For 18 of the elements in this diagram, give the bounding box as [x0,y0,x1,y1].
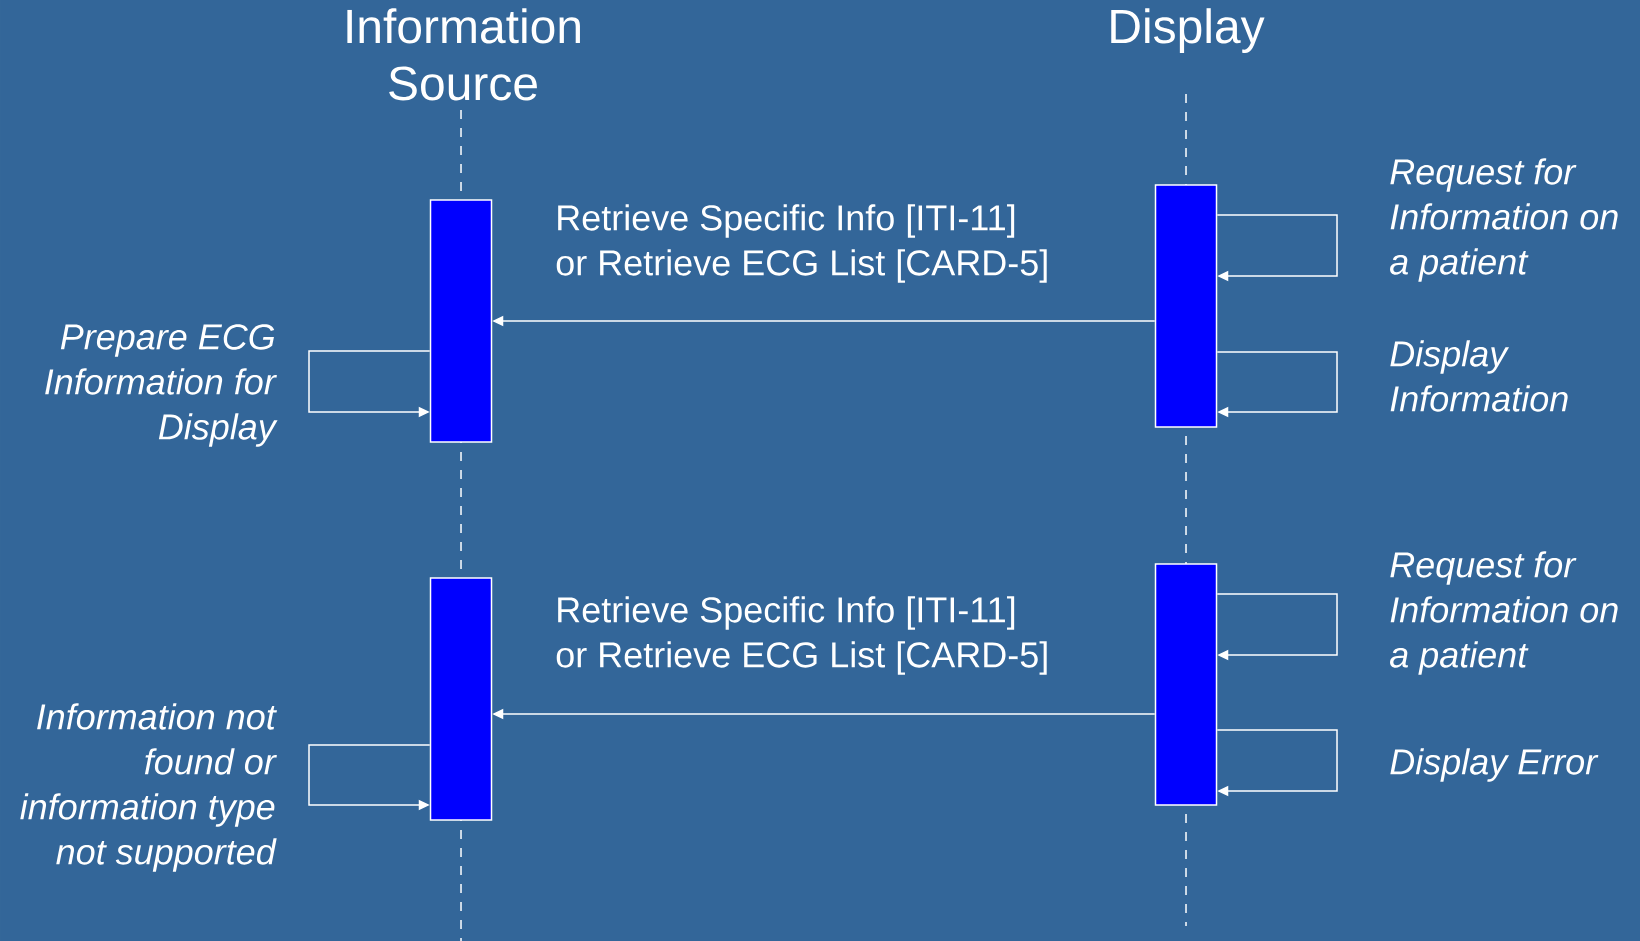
note-text: Information not found or information type not supported [20,703,277,872]
note-text: Request for Information on a patient [1390,158,1618,282]
note-text: Prepare ECG Information for Display [45,324,278,447]
message-label: Retrieve Specific Info [ITI-11] or Retrieve ECG List [CARD-5] [556,596,1047,675]
activation-bar [429,199,493,443]
lifeline-heading: Display [1111,8,1265,53]
activation-bar [1154,563,1218,806]
lifeline-heading: Information Source [347,8,580,101]
activation-bar [429,577,493,821]
activation-bar [1154,184,1218,428]
arrow [1216,593,1338,661]
arrow [1216,351,1338,418]
message-label: Retrieve Specific Info [ITI-11] or Retrieve ECG List [CARD-5] [556,204,1047,283]
arrow [1216,214,1338,282]
arrow [1216,729,1338,797]
note-text: Display Information [1390,340,1568,412]
note-text: Display Error [1390,748,1599,782]
note-text: Request for Information on a patient [1390,551,1618,675]
